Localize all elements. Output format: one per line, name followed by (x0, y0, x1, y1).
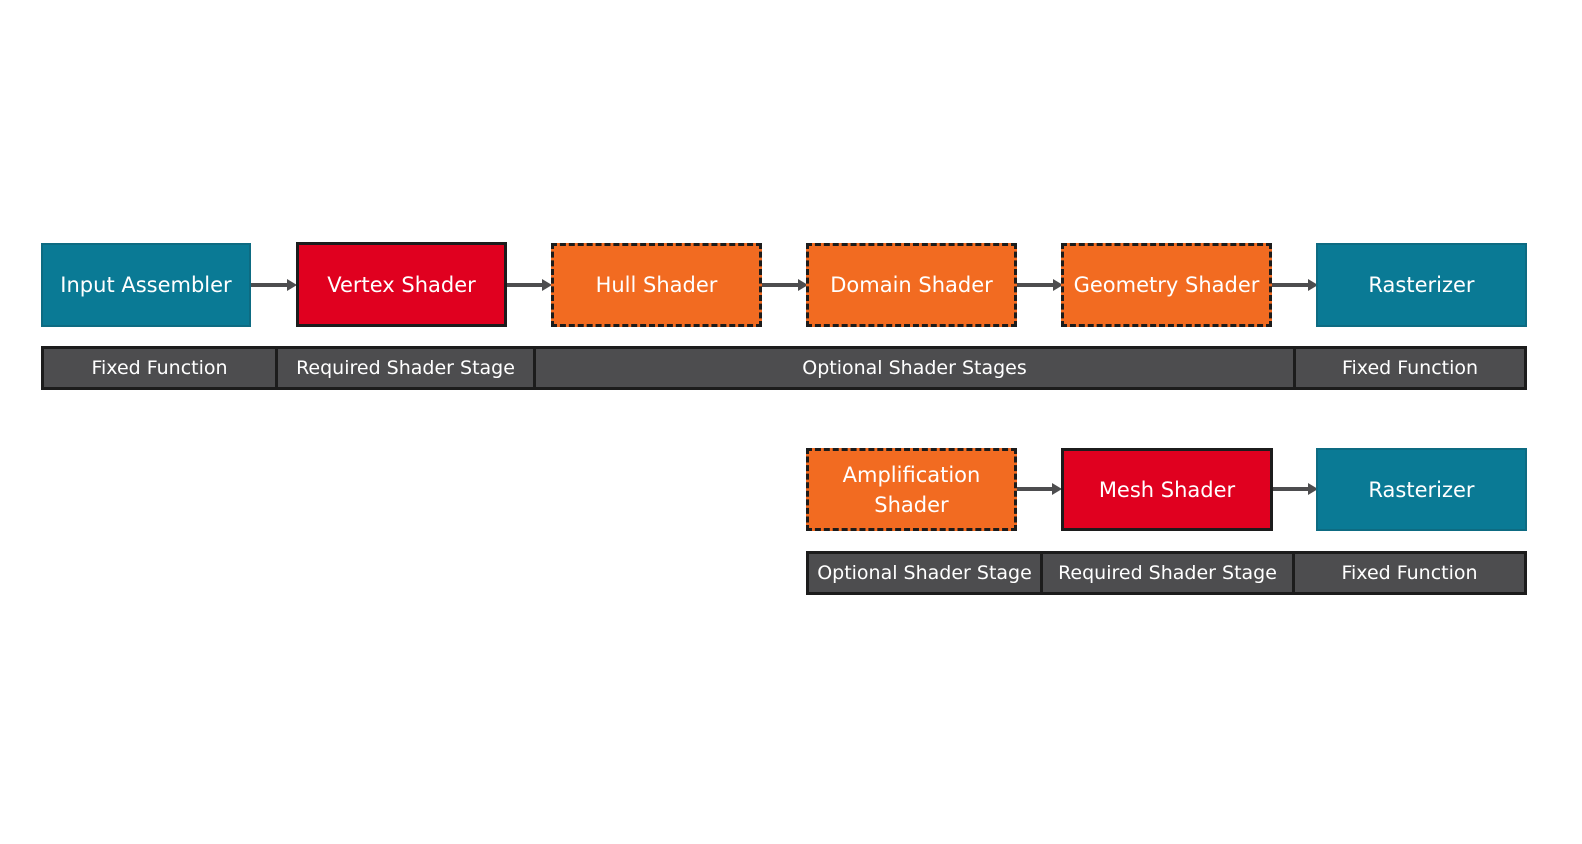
legend-optional-shader-stages: Optional Shader Stages (536, 349, 1296, 387)
legend-optional-shader-stage: Optional Shader Stage (809, 554, 1043, 592)
domain-shader-label: Domain Shader (830, 273, 993, 297)
legend-fixed-function-end: Fixed Function (1341, 357, 1479, 379)
mesh-legend-bar: Optional Shader Stage Required Shader St… (806, 551, 1527, 595)
vertex-shader-node: Vertex Shader (296, 242, 507, 327)
arrow-hull-to-domain (762, 279, 808, 291)
rasterizer-label: Rasterizer (1368, 273, 1475, 297)
hull-shader-label: Hull Shader (595, 273, 718, 297)
amplification-shader-label: Amplification Shader (842, 462, 981, 517)
domain-shader-node: Domain Shader (806, 243, 1017, 327)
arrow-amplification-to-mesh (1017, 483, 1062, 495)
geometry-shader-label: Geometry Shader (1073, 273, 1260, 297)
mesh-rasterizer-node: Rasterizer (1316, 448, 1527, 531)
hull-shader-node: Hull Shader (551, 243, 762, 327)
vertex-shader-label: Vertex Shader (327, 272, 476, 297)
input-assembler-node: Input Assembler (41, 243, 251, 327)
mesh-shader-label: Mesh Shader (1098, 477, 1236, 502)
legend-mesh-fixed-function: Fixed Function (1341, 562, 1478, 584)
arrow-vertex-to-hull (507, 279, 552, 291)
geometry-shader-node: Geometry Shader (1061, 243, 1272, 327)
legend-fixed-function: Fixed Function (44, 349, 278, 387)
arrow-domain-to-geometry (1017, 279, 1063, 291)
arrow-geometry-to-rasterizer (1272, 279, 1318, 291)
legend-mesh-required-shader-stage: Required Shader Stage (1043, 554, 1295, 592)
rasterizer-node: Rasterizer (1316, 243, 1527, 327)
mesh-rasterizer-label: Rasterizer (1368, 477, 1475, 502)
amplification-shader-node: Amplification Shader (806, 448, 1017, 531)
arrow-mesh-to-rasterizer (1273, 483, 1318, 495)
traditional-legend-bar: Fixed Function Required Shader Stage Opt… (41, 346, 1527, 390)
arrow-input-to-vertex (251, 279, 297, 291)
mesh-shader-node: Mesh Shader (1061, 448, 1273, 531)
input-assembler-label: Input Assembler (60, 273, 232, 297)
legend-required-shader-stage: Required Shader Stage (278, 349, 536, 387)
